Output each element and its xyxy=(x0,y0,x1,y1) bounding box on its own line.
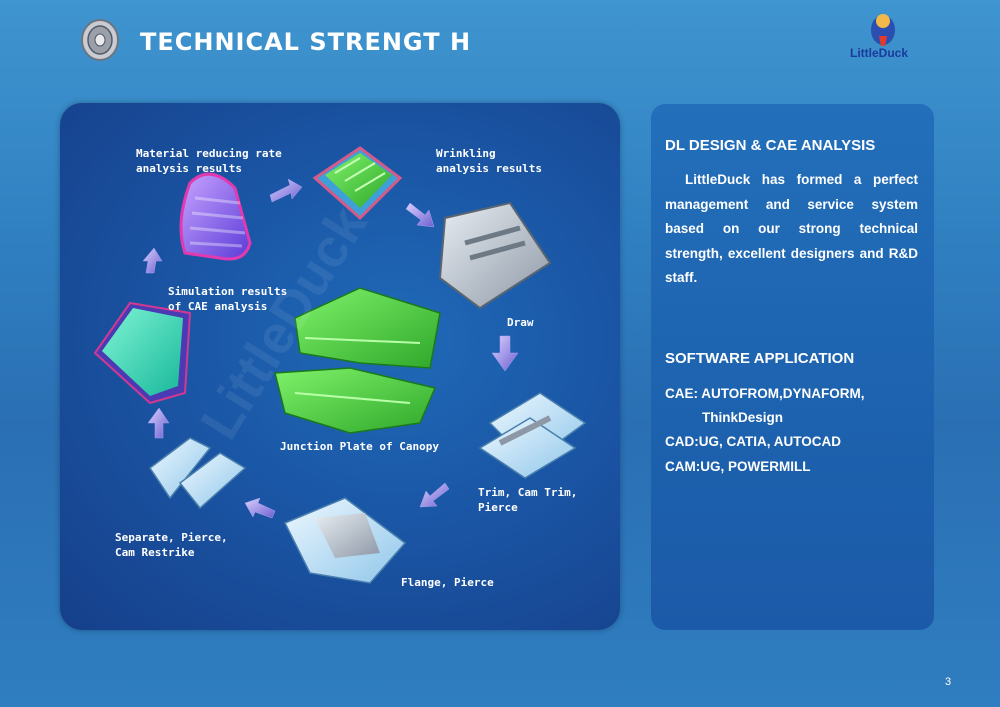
simulation-part-image xyxy=(93,301,192,405)
logo-text: LittleDuck xyxy=(849,46,908,60)
page-title: TECHNICAL STRENGT H xyxy=(140,28,472,56)
arrow-simulation-up xyxy=(142,247,163,274)
caption-trim: Trim, Cam Trim, Pierce xyxy=(478,486,578,514)
arrow-flange-to-separate xyxy=(244,497,276,519)
caption-material-reducing: Material reducing rate analysis results xyxy=(136,147,282,175)
arrow-draw-down xyxy=(491,335,519,372)
caption-separate: Separate, Pierce, Cam Restrike xyxy=(115,531,228,559)
wrinkling-part-image xyxy=(312,146,403,221)
software-line: CAM:UG, POWERMILL xyxy=(665,459,811,474)
process-diagram-panel: LittleDuck Material reducing rate analys… xyxy=(60,103,620,630)
software-line: CAD:UG, CATIA, AUTOCAD xyxy=(665,434,841,449)
info-panel: DL DESIGN & CAE ANALYSIS LittleDuck has … xyxy=(651,104,934,630)
draw-part-image xyxy=(438,201,552,310)
separate-part-image xyxy=(148,437,247,510)
design-cae-paragraph: LittleDuck has formed a perfect manageme… xyxy=(665,172,918,285)
arrow-wrinkling-to-draw xyxy=(405,202,435,228)
process-diagram: LittleDuck xyxy=(93,146,587,584)
software-heading: SOFTWARE APPLICATION xyxy=(665,350,855,367)
software-line: CAE: AUTOFROM,DYNAFORM, xyxy=(665,386,865,401)
arrow-separate-up xyxy=(147,407,170,439)
design-cae-heading: DL DESIGN & CAE ANALYSIS xyxy=(665,137,876,154)
flange-part-image xyxy=(283,497,407,584)
material-reducing-part-image xyxy=(179,172,252,261)
caption-draw: Draw xyxy=(507,316,534,329)
arrow-trim-to-flange xyxy=(419,482,450,508)
trim-part-image xyxy=(478,392,587,479)
arrow-material-to-wrinkling xyxy=(269,178,303,203)
caption-simulation: Simulation results of CAE analysis xyxy=(168,285,288,313)
junction-plate-image xyxy=(274,287,441,434)
caption-flange: Flange, Pierce xyxy=(401,576,494,589)
littleduck-logo: LittleDuck xyxy=(838,12,920,64)
page-number: 3 xyxy=(945,676,952,688)
wheel-rim-icon xyxy=(80,18,120,62)
caption-junction-plate: Junction Plate of Canopy xyxy=(280,440,439,453)
caption-wrinkling: Wrinkling analysis results xyxy=(436,147,542,175)
software-line: ThinkDesign xyxy=(702,410,784,425)
